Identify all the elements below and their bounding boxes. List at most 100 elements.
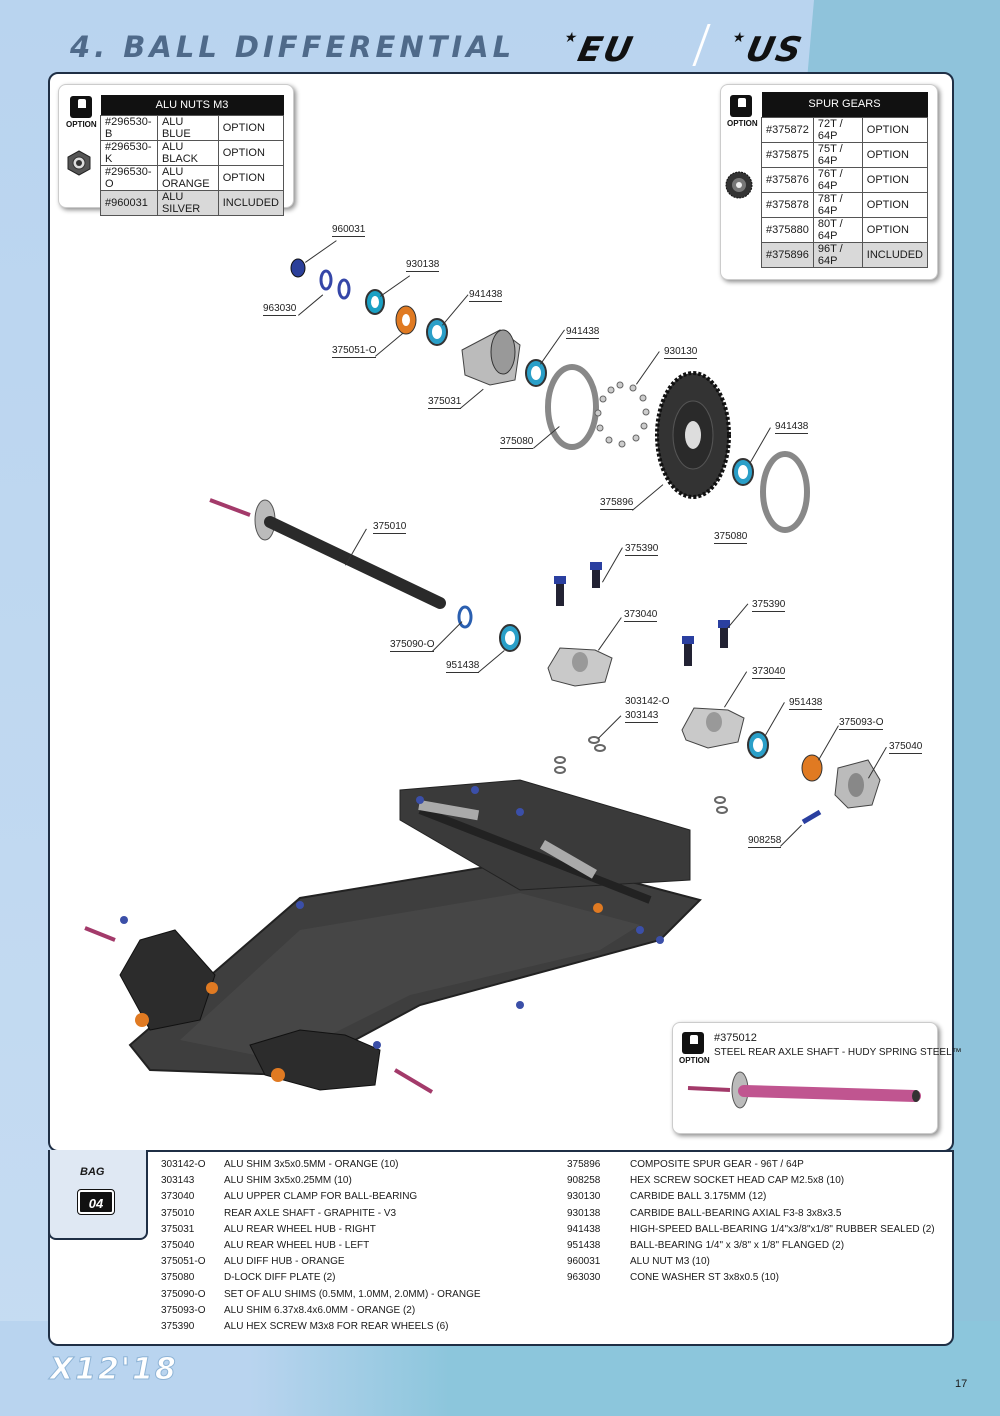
brand-logo: X12'18	[50, 1352, 178, 1388]
page-title: 4. BALL DIFFERENTIAL	[70, 30, 516, 64]
callout-908258: 908258	[748, 835, 782, 848]
callout-960031: 960031	[332, 224, 366, 237]
callout-941438-c: 941438	[775, 421, 809, 434]
alu-shim-375090	[457, 605, 473, 629]
chassis-assembly	[84, 779, 702, 1094]
upper-clamp-373040	[681, 707, 745, 749]
thumbs-up-icon	[70, 96, 92, 118]
alu-nut-icon	[67, 150, 91, 176]
upper-clamp-373040	[547, 647, 613, 687]
bag-number: 04	[77, 1189, 115, 1215]
hex-screw-375390	[590, 562, 602, 588]
nut-960031	[290, 258, 306, 278]
bearing-941438	[732, 458, 754, 486]
callout-373040-a: 373040	[624, 609, 658, 622]
alu-shim-375093	[801, 754, 823, 782]
callout-373040-b: 373040	[752, 666, 786, 679]
wheel-hub-375040	[834, 759, 881, 809]
callout-375896: 375896	[600, 497, 634, 510]
rear-axle-375010	[209, 498, 446, 609]
callout-375390-a: 375390	[625, 543, 659, 556]
callout-303142-O: 303142-O	[625, 696, 670, 707]
callout-375390-b: 375390	[752, 599, 786, 612]
callout-375040: 375040	[889, 741, 923, 754]
screw-908258	[801, 809, 822, 825]
callout-951438-a: 951438	[446, 660, 480, 673]
axle-description: STEEL REAR AXLE SHAFT - HUDY SPRING STEE…	[714, 1047, 962, 1058]
diff-plate-375080	[545, 364, 599, 450]
option-label: OPTION	[66, 120, 97, 129]
bearing-951438	[747, 731, 769, 759]
bearing-941438	[525, 359, 547, 387]
page-number: 17	[955, 1378, 968, 1390]
alu-shims-303142	[554, 736, 728, 814]
callout-963030: 963030	[263, 303, 297, 316]
axle-part-number: #375012	[714, 1032, 757, 1044]
callout-375051-O: 375051-O	[332, 345, 377, 358]
callout-375080-a: 375080	[500, 436, 534, 449]
callout-303143: 303143	[625, 710, 659, 723]
callout-951438-b: 951438	[789, 697, 823, 710]
callout-941438-a: 941438	[469, 289, 503, 302]
callout-375080-b: 375080	[714, 531, 748, 544]
option-label: OPTION	[727, 119, 758, 128]
callout-930138: 930138	[406, 259, 440, 272]
carbide-balls-930130	[594, 381, 650, 448]
hex-screw-375390	[554, 576, 566, 606]
hex-screw-375390	[682, 636, 694, 666]
spur-gear-375896	[655, 371, 731, 499]
bag-label: BAG	[80, 1166, 105, 1178]
diff-hub-orange	[395, 305, 417, 335]
axial-bearing-930138	[365, 289, 385, 315]
hex-screw-375390	[718, 620, 730, 648]
callout-375093-O: 375093-O	[839, 717, 884, 730]
callout-375031: 375031	[428, 396, 462, 409]
bearing-951438	[499, 624, 521, 652]
spur-gear-icon	[725, 171, 753, 199]
diff-plate-375080	[760, 451, 810, 533]
table-heading: ALU NUTS M3	[100, 95, 284, 115]
table-heading: SPUR GEARS	[761, 92, 928, 117]
callout-930130: 930130	[664, 346, 698, 359]
parts-list-panel	[48, 1150, 954, 1346]
callout-941438-b: 941438	[566, 326, 600, 339]
steel-axle-illustration	[687, 1071, 921, 1109]
thumbs-up-icon	[682, 1032, 704, 1054]
wheel-hub-375031	[461, 329, 521, 386]
thumbs-up-icon	[730, 95, 752, 117]
callout-375010: 375010	[373, 521, 407, 534]
cone-washers-963030	[319, 269, 351, 300]
steel-axle-option-box	[672, 1022, 938, 1134]
callout-375090-O: 375090-O	[390, 639, 435, 652]
option-label: OPTION	[679, 1056, 710, 1065]
